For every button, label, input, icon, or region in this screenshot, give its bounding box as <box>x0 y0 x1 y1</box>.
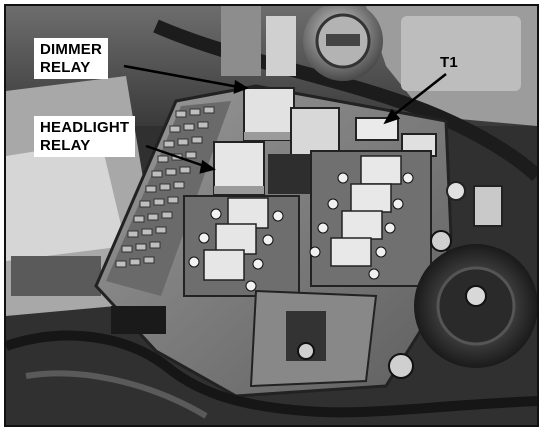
headlight-relay-label-line2: RELAY <box>40 137 91 154</box>
relay-2 <box>290 107 340 157</box>
t1-label: T1 <box>436 54 462 72</box>
fuse-strip <box>106 101 231 296</box>
leader-lines <box>123 64 447 174</box>
strut-tower <box>388 230 537 379</box>
dimmer-relay-label-line2: RELAY <box>40 59 91 76</box>
headlight-relay-label: HEADLIGHT RELAY <box>34 116 136 157</box>
headlight-relay <box>213 141 265 195</box>
t1-label-text: T1 <box>440 54 458 71</box>
headlight-relay-label-line1: HEADLIGHT <box>40 119 130 136</box>
fuse-relay-box-scene <box>6 6 537 425</box>
dimmer-relay <box>243 87 295 141</box>
dimmer-relay-label-line1: DIMMER <box>40 41 103 58</box>
dimmer-relay-label: DIMMER RELAY <box>34 38 109 79</box>
engine-bay-photo: DIMMER RELAY HEADLIGHT RELAY T1 <box>4 4 539 427</box>
maxi-fuse-block-right <box>309 150 432 287</box>
maxi-fuse-block-left <box>183 195 300 297</box>
